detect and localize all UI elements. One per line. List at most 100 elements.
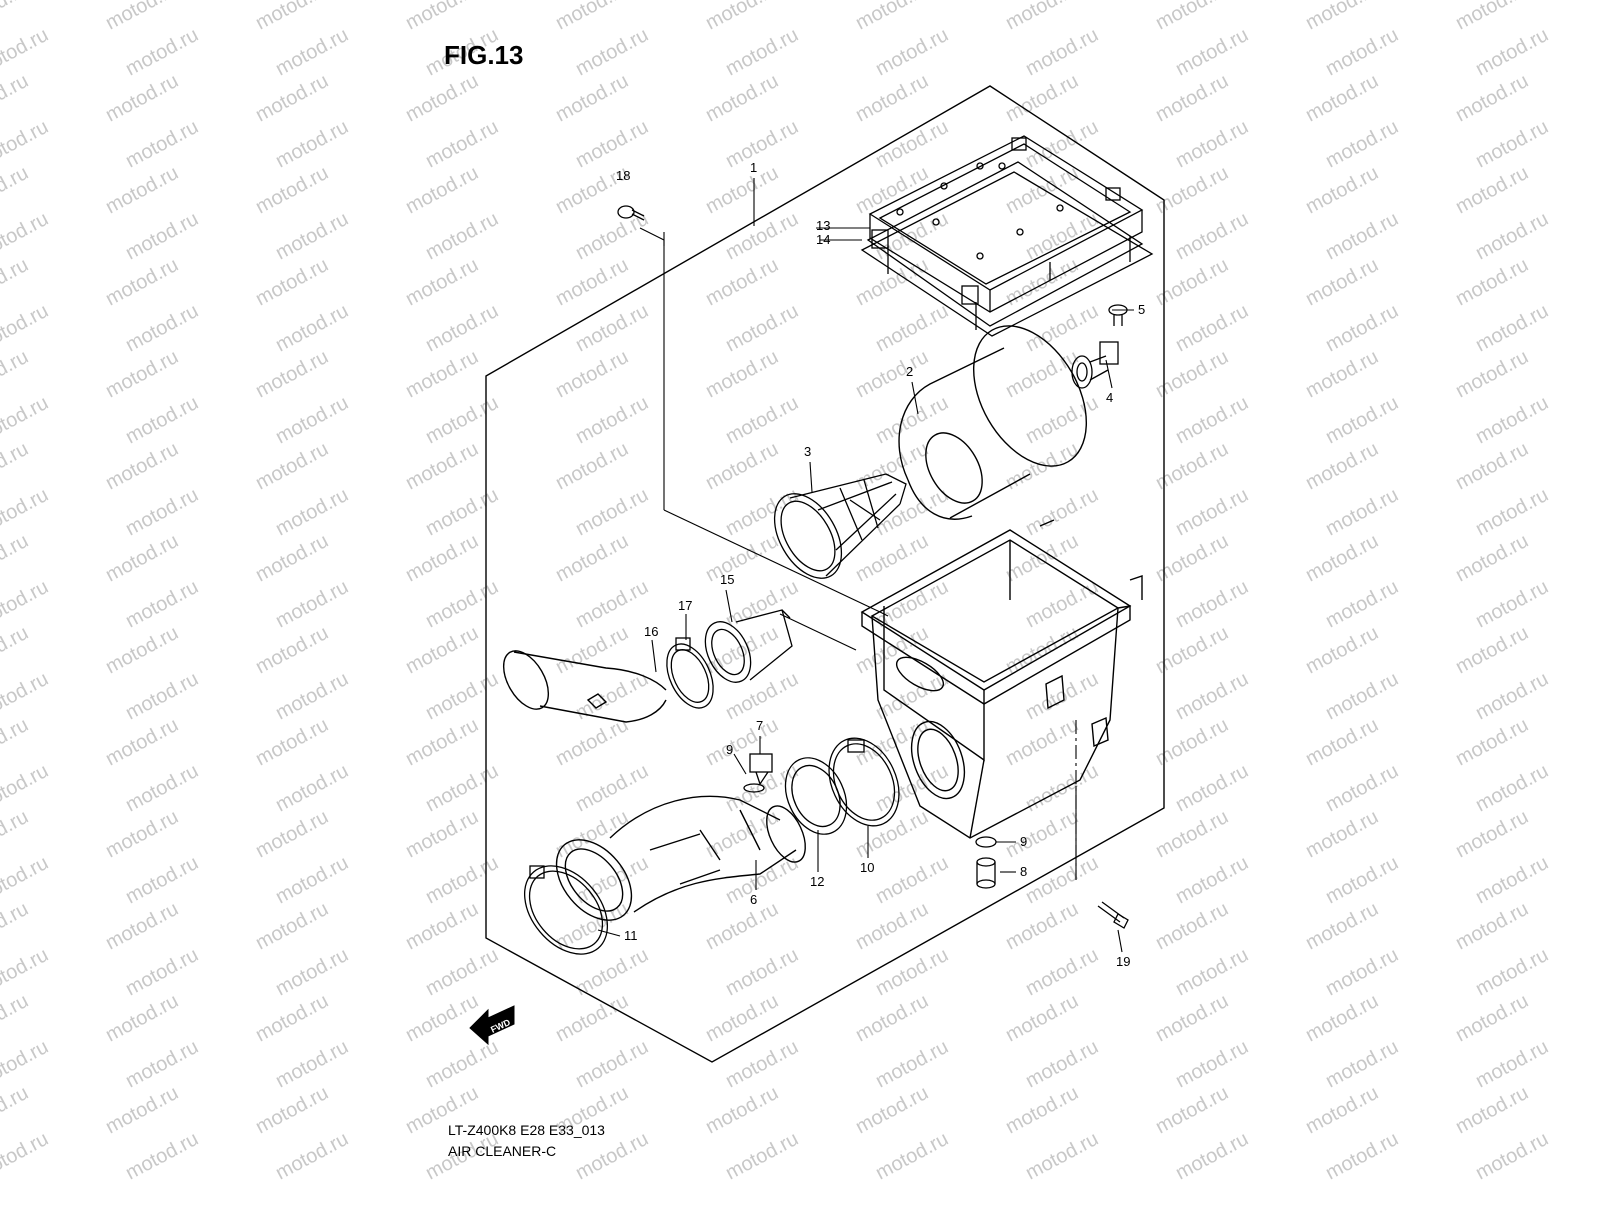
watermark-text: motod.ru — [1322, 300, 1402, 356]
watermark-text: motod.ru — [1322, 1036, 1402, 1092]
watermark-text: motod.ru — [422, 300, 502, 356]
watermark-text: motod.ru — [0, 116, 52, 172]
part-13-cleaner-cover — [868, 135, 1144, 330]
watermark-text: motod.ru — [1452, 438, 1532, 494]
watermark-text: motod.ru — [122, 116, 202, 172]
watermark-text: motod.ru — [702, 162, 782, 218]
part-14-cover-seal — [860, 161, 1154, 337]
watermark-text: motod.ru — [422, 484, 502, 540]
watermark-text: motod.ru — [1472, 116, 1552, 172]
watermark-text: motod.ru — [1022, 760, 1102, 816]
watermark-text: motod.ru — [1472, 1036, 1552, 1092]
watermark-text: motod.ru — [872, 760, 952, 816]
watermark-text: motod.ru — [1302, 530, 1382, 586]
watermark-text: motod.ru — [852, 1082, 932, 1138]
watermark-text: motod.ru — [872, 944, 952, 1000]
callout-6: 6 — [750, 892, 757, 907]
watermark-text: motod.ru — [1002, 990, 1082, 1046]
callout-15: 15 — [720, 572, 734, 587]
watermark-text: motod.ru — [1452, 622, 1532, 678]
watermark-text: motod.ru — [1322, 852, 1402, 908]
watermark-text: motod.ru — [1302, 714, 1382, 770]
callout-1: 1 — [750, 160, 757, 175]
watermark-text: motod.ru — [252, 70, 332, 126]
watermark-text: motod.ru — [552, 438, 632, 494]
watermark-text: motod.ru — [552, 70, 632, 126]
part-10-hose-clamp — [828, 737, 900, 827]
watermark-text: motod.ru — [1322, 1128, 1402, 1184]
watermark-text: motod.ru — [122, 1128, 202, 1184]
watermark-text: motod.ru — [722, 1128, 802, 1184]
watermark-text: motod.ru — [122, 944, 202, 1000]
watermark-text: motod.ru — [272, 392, 352, 448]
callout-7: 7 — [756, 718, 763, 733]
watermark-text: motod.ru — [852, 254, 932, 310]
watermark-text: motod.ru — [702, 0, 782, 34]
watermark-text: motod.ru — [0, 668, 52, 724]
watermark-text: motod.ru — [1302, 990, 1382, 1046]
watermark-text: motod.ru — [1452, 70, 1532, 126]
watermark-text: motod.ru — [0, 438, 32, 494]
section-name-caption: AIR CLEANER-C — [448, 1143, 557, 1159]
callout-2: 2 — [906, 364, 913, 379]
watermark-text: motod.ru — [102, 530, 182, 586]
watermark-text: motod.ru — [422, 760, 502, 816]
watermark-text: motod.ru — [272, 852, 352, 908]
callout-4: 4 — [1106, 390, 1113, 405]
watermark-text: motod.ru — [1172, 944, 1252, 1000]
watermark-text: motod.ru — [422, 1036, 502, 1092]
watermark-text: motod.ru — [102, 0, 182, 34]
watermark-text: motod.ru — [0, 1036, 52, 1092]
watermark-text: motod.ru — [102, 346, 182, 402]
model-code-caption: LT-Z400K8 E28 E33_013 — [448, 1122, 605, 1138]
watermark-text: motod.ru — [1302, 622, 1382, 678]
watermark-text: motod.ru — [1152, 806, 1232, 862]
watermark-text: motod.ru — [1302, 898, 1382, 954]
watermark-text: motod.ru — [272, 24, 352, 80]
watermark-text: motod.ru — [1022, 392, 1102, 448]
callout-11: 11 — [624, 928, 638, 943]
watermark-text: motod.ru — [102, 438, 182, 494]
part-3-filter-cage — [773, 473, 907, 579]
watermark-text: motod.ru — [102, 1082, 182, 1138]
watermark-text: motod.ru — [572, 392, 652, 448]
watermark-text: motod.ru — [0, 1082, 32, 1138]
watermark-text: motod.ru — [122, 392, 202, 448]
watermark-text: motod.ru — [0, 162, 32, 218]
watermark-text: motod.ru — [852, 898, 932, 954]
frame-outline — [485, 85, 1165, 1063]
watermark-text: motod.ru — [122, 1036, 202, 1092]
watermark-text: motod.ru — [272, 1128, 352, 1184]
watermark-text: motod.ru — [1172, 852, 1252, 908]
watermark-text: motod.ru — [422, 668, 502, 724]
watermark-text: motod.ru — [272, 576, 352, 632]
watermark-text: motod.ru — [852, 0, 932, 34]
watermark-text: motod.ru — [102, 990, 182, 1046]
watermark-text: motod.ru — [572, 760, 652, 816]
watermark-text: motod.ru — [1452, 714, 1532, 770]
part-9-clip-upper — [743, 783, 765, 793]
watermark-text: motod.ru — [1022, 116, 1102, 172]
watermark-text: motod.ru — [0, 530, 32, 586]
watermark-text: motod.ru — [1452, 806, 1532, 862]
watermark-text: motod.ru — [0, 576, 52, 632]
watermark-text: motod.ru — [122, 300, 202, 356]
watermark-text: motod.ru — [572, 24, 652, 80]
watermark-text: motod.ru — [1152, 0, 1232, 34]
watermark-text: motod.ru — [1002, 0, 1082, 34]
watermark-text: motod.ru — [0, 0, 32, 34]
watermark-text: motod.ru — [572, 1036, 652, 1092]
watermark-text: motod.ru — [1322, 208, 1402, 264]
callout-numbers: 1 2 3 4 5 6 7 8 9 9 10 11 12 13 14 15 16… — [616, 160, 1145, 969]
watermark-text: motod.ru — [402, 530, 482, 586]
watermark-text: motod.ru — [1322, 760, 1402, 816]
watermark-text: motod.ru — [122, 576, 202, 632]
watermark-text: motod.ru — [552, 346, 632, 402]
part-16-inlet-pipe — [502, 650, 667, 723]
watermark-text: motod.ru — [402, 898, 482, 954]
part-17-hose-clamp — [666, 637, 714, 709]
watermark-text: motod.ru — [1152, 1082, 1232, 1138]
watermark-text: motod.ru — [402, 438, 482, 494]
callout-12: 12 — [810, 874, 824, 889]
watermark-text: motod.ru — [1022, 944, 1102, 1000]
